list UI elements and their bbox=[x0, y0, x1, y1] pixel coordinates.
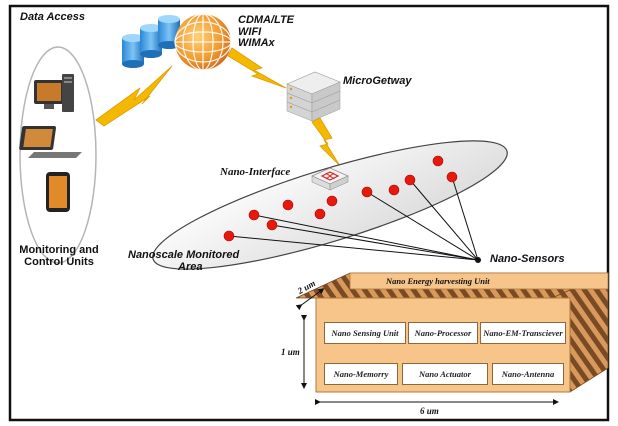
dim-width-label: 6 um bbox=[420, 406, 439, 416]
sensor-link bbox=[451, 176, 479, 261]
nano-sensor-dot bbox=[404, 174, 416, 186]
unit-actuator: Nano Actuator bbox=[402, 363, 488, 385]
monitoring-units-label: Monitoring and Control Units bbox=[14, 244, 104, 268]
area-label-line1: Nanoscale Monitored bbox=[128, 249, 240, 261]
nano-sensor-dot bbox=[314, 208, 326, 220]
sensor-connection-lines bbox=[228, 176, 479, 261]
gateway-label: MicroGetway bbox=[343, 75, 412, 87]
energy-unit-strip bbox=[349, 272, 609, 290]
data-access-label: Data Access bbox=[20, 11, 86, 23]
nano-sensor-dot bbox=[361, 186, 373, 198]
lightning-bolt-right bbox=[227, 47, 287, 89]
nano-sensors-hub bbox=[475, 257, 481, 263]
server-icon bbox=[286, 71, 341, 122]
sensor-link bbox=[271, 224, 479, 261]
lightning-bolt-left bbox=[95, 65, 173, 127]
nano-device bbox=[295, 272, 609, 393]
nano-sensor-dot bbox=[388, 184, 400, 196]
network-label-line2: WIFI bbox=[238, 25, 262, 38]
monitoring-label-line1: Monitoring and bbox=[19, 244, 99, 256]
nano-sensor-dot bbox=[248, 209, 260, 221]
sensor-dots bbox=[223, 155, 458, 242]
sensor-link bbox=[228, 235, 479, 261]
sensor-link bbox=[366, 191, 479, 261]
nano-sensors-label: Nano-Sensors bbox=[490, 253, 565, 265]
database-icon bbox=[122, 15, 180, 68]
nano-sensor-dot bbox=[326, 195, 338, 207]
nano-sensor-dot bbox=[446, 171, 458, 183]
network-label: CDMA/LTE WIFI WIMAx bbox=[238, 14, 295, 50]
lightning-bolt-down bbox=[311, 117, 341, 167]
router-icon bbox=[311, 167, 349, 191]
globe-icon bbox=[174, 13, 232, 71]
tablet-icon bbox=[46, 172, 70, 212]
desktop-icon bbox=[34, 74, 74, 112]
dim-height-label: 1 um bbox=[281, 347, 300, 357]
nano-sensor-dot bbox=[266, 219, 278, 231]
monitored-area-label: Nanoscale Monitored Area bbox=[128, 249, 240, 273]
monitoring-label-line2: Control Units bbox=[24, 256, 94, 269]
dimension-arrows bbox=[295, 288, 559, 405]
sensor-link bbox=[253, 214, 479, 261]
sensor-link bbox=[409, 179, 479, 261]
unit-memory: Nano-Memorry bbox=[324, 363, 398, 385]
network-label-line1: CDMA/LTE bbox=[238, 14, 295, 26]
nano-sensor-dot bbox=[432, 155, 444, 167]
network-label-line3: WIMAx bbox=[238, 37, 275, 50]
unit-sensing: Nano Sensing Unit bbox=[324, 322, 406, 344]
nano-interface-label: Nano-Interface bbox=[220, 166, 291, 178]
energy-unit-label: Nano Energy harvesting Unit bbox=[386, 276, 490, 286]
unit-processor: Nano-Processor bbox=[408, 322, 478, 344]
laptop-icon bbox=[19, 126, 82, 158]
area-label-line2: Area bbox=[178, 260, 203, 273]
nano-sensor-dot bbox=[282, 199, 294, 211]
unit-transceiver: Nano-EM-Transciever bbox=[480, 322, 566, 344]
nano-sensor-dot bbox=[223, 230, 235, 242]
unit-antenna: Nano-Antenna bbox=[492, 363, 564, 385]
